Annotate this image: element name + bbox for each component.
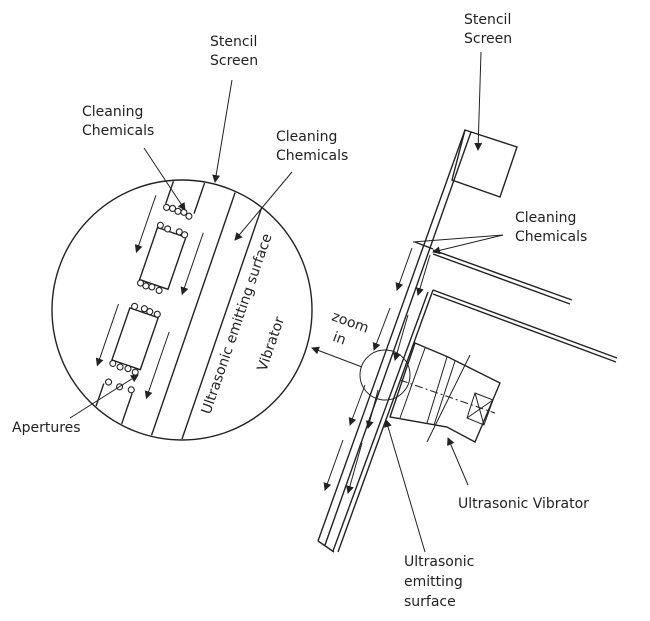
zoomed-view-circle xyxy=(51,179,313,441)
flow-arrows-main xyxy=(323,247,431,494)
vibrator-rotated-label: Vibrator xyxy=(255,315,289,374)
flow-arrows-zoomed xyxy=(95,195,204,400)
zoomed-view-content xyxy=(81,181,275,439)
ultrasonic-vibrator-body xyxy=(389,342,501,443)
ultrasonic-emitting-surface-rotated-label: Ultrasonic emitting surface xyxy=(199,232,276,417)
apertures-label: Apertures xyxy=(12,420,81,436)
zoom-in-label: zoomin xyxy=(323,309,371,355)
ultrasonic-vibrator-label: Ultrasonic Vibrator xyxy=(458,496,589,512)
zoom-region-small-circle xyxy=(359,349,411,401)
stencil-screen-section xyxy=(81,181,216,439)
stencil-screen-frame xyxy=(451,129,518,198)
emitting-surface-line xyxy=(140,181,247,439)
stencil-screen-plate xyxy=(317,129,472,553)
vibrator-line xyxy=(168,181,275,439)
zoom-in-arrow xyxy=(311,346,363,368)
label-pointers xyxy=(69,51,504,553)
aperture-particles xyxy=(105,203,193,394)
